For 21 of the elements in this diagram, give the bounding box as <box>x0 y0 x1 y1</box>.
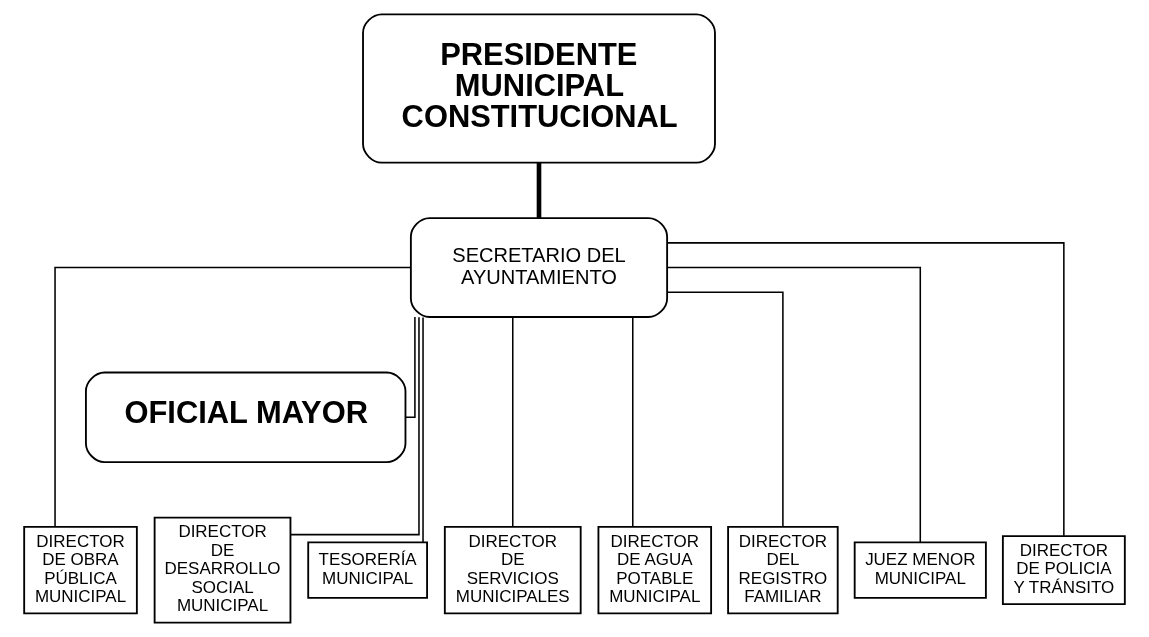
node-box: SECRETARIO DEL AYUNTAMIENTO <box>409 217 669 318</box>
node-box: DIRECTOR DE AGUA POTABLE MUNICIPAL <box>597 525 713 615</box>
connector <box>536 162 542 219</box>
connector <box>289 316 420 536</box>
node-box: TESORERÍA MUNICIPAL <box>307 541 428 599</box>
connector <box>54 266 412 528</box>
node-box: DIRECTOR DE DESARROLLO SOCIAL MUNICIPAL <box>153 516 292 624</box>
node-box: OFICIAL MAYOR <box>85 371 407 463</box>
node-box: DIRECTOR DE POLICIA Y TRÁNSITO <box>1001 535 1126 605</box>
connector <box>405 316 416 419</box>
connector <box>632 316 634 528</box>
node-box: JUEZ MENOR MUNICIPAL <box>853 541 987 599</box>
node-box: DIRECTOR DE SERVICIOS MUNICIPALES <box>443 525 582 615</box>
connector <box>666 266 922 543</box>
node-box: DIRECTOR DEL REGISTRO FAMILIAR <box>727 525 839 615</box>
node-box: DIRECTOR DE OBRA PÚBLICA MUNICIPAL <box>23 525 138 615</box>
node-box: PRESIDENTE MUNICIPAL CONSTITUCIONAL <box>362 13 716 164</box>
connector <box>666 291 784 528</box>
connector <box>422 316 424 543</box>
connector <box>512 316 514 528</box>
connector <box>666 242 1065 537</box>
